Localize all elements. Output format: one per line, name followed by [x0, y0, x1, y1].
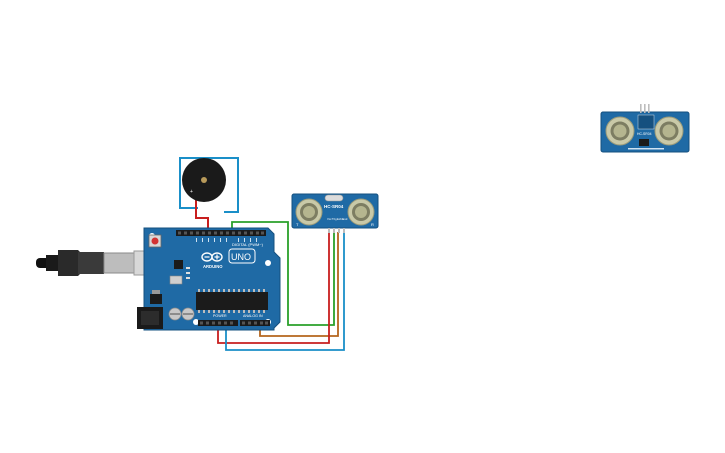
sensor-pin-echo: Echo: [337, 217, 344, 221]
ultrasonic-sensor-small[interactable]: HC-SR04: [600, 104, 690, 153]
small-sensor-chip: [639, 139, 649, 146]
voltage-regulator: [150, 294, 162, 304]
analog-pin-header[interactable]: [240, 320, 270, 326]
sensor-left-mark: T: [296, 222, 299, 227]
uno-logo-frame: [228, 248, 256, 264]
sensor-transmitter-can: [295, 198, 323, 226]
sensor-pin-gnd: Gnd: [342, 217, 348, 221]
digital-header-label: DIGITAL (PWM~): [232, 242, 264, 247]
buzzer-plus-mark: +: [190, 189, 193, 195]
sensor-right-mark: R: [371, 222, 374, 227]
sensor-model-label: HC-SR04: [324, 204, 344, 209]
dc-power-jack[interactable]: [137, 307, 163, 329]
status-leds: [186, 267, 190, 279]
power-header-label: POWER: [213, 314, 227, 318]
usb-cable-icon[interactable]: [36, 250, 161, 276]
small-sensor-transmitter-can: [605, 116, 635, 146]
sensor-pins[interactable]: [328, 228, 345, 233]
wires: [179, 157, 345, 351]
reset-button-icon[interactable]: [148, 234, 162, 248]
small-sensor-receiver-can: [654, 116, 684, 146]
wire-blue-ground[interactable]: [225, 232, 345, 351]
wire-buzzer-red[interactable]: [195, 200, 209, 232]
small-sensor-footer-line: [628, 148, 664, 150]
sensor-pin-vcc: Vcc: [327, 217, 332, 221]
wire-green[interactable]: [231, 221, 335, 326]
power-pin-header[interactable]: [198, 320, 238, 326]
wire-buzzer-blue[interactable]: [179, 157, 239, 213]
uno-logo-label: UNO: [231, 252, 251, 262]
ultrasonic-sensor[interactable]: HC-SR04 T R Vcc Trig Echo Gnd: [291, 193, 379, 233]
small-sensor-pins: [640, 104, 650, 113]
digital-pin-header[interactable]: [176, 230, 266, 236]
sensor-pin-labels: Vcc Trig Echo Gnd: [327, 217, 348, 221]
usb-chip: [174, 260, 183, 269]
wire-red-power[interactable]: [217, 232, 330, 344]
digital-pin-ticks: [196, 238, 257, 242]
sensor-pin-trig: Trig: [332, 217, 337, 221]
arduino-logo-icon: [201, 252, 223, 262]
sensor-receiver-can: [347, 198, 375, 226]
regulator-tab: [152, 290, 160, 294]
arduino-uno-board[interactable]: DIGITAL (PWM~) ARDUINO UNO: [137, 227, 281, 331]
wire-orange[interactable]: [259, 232, 339, 337]
piezo-buzzer-icon[interactable]: +: [182, 158, 226, 202]
small-sensor-label-panel: [637, 114, 655, 130]
arduino-brand-label: ARDUINO: [203, 264, 223, 269]
sensor-crystal: [324, 194, 344, 202]
capacitors: [168, 307, 195, 321]
crystal-oscillator: [169, 275, 183, 285]
analog-header-label: ANALOG IN: [243, 314, 263, 318]
small-sensor-model-label: HC-SR04: [637, 132, 652, 136]
atmega-microcontroller: [196, 289, 268, 313]
